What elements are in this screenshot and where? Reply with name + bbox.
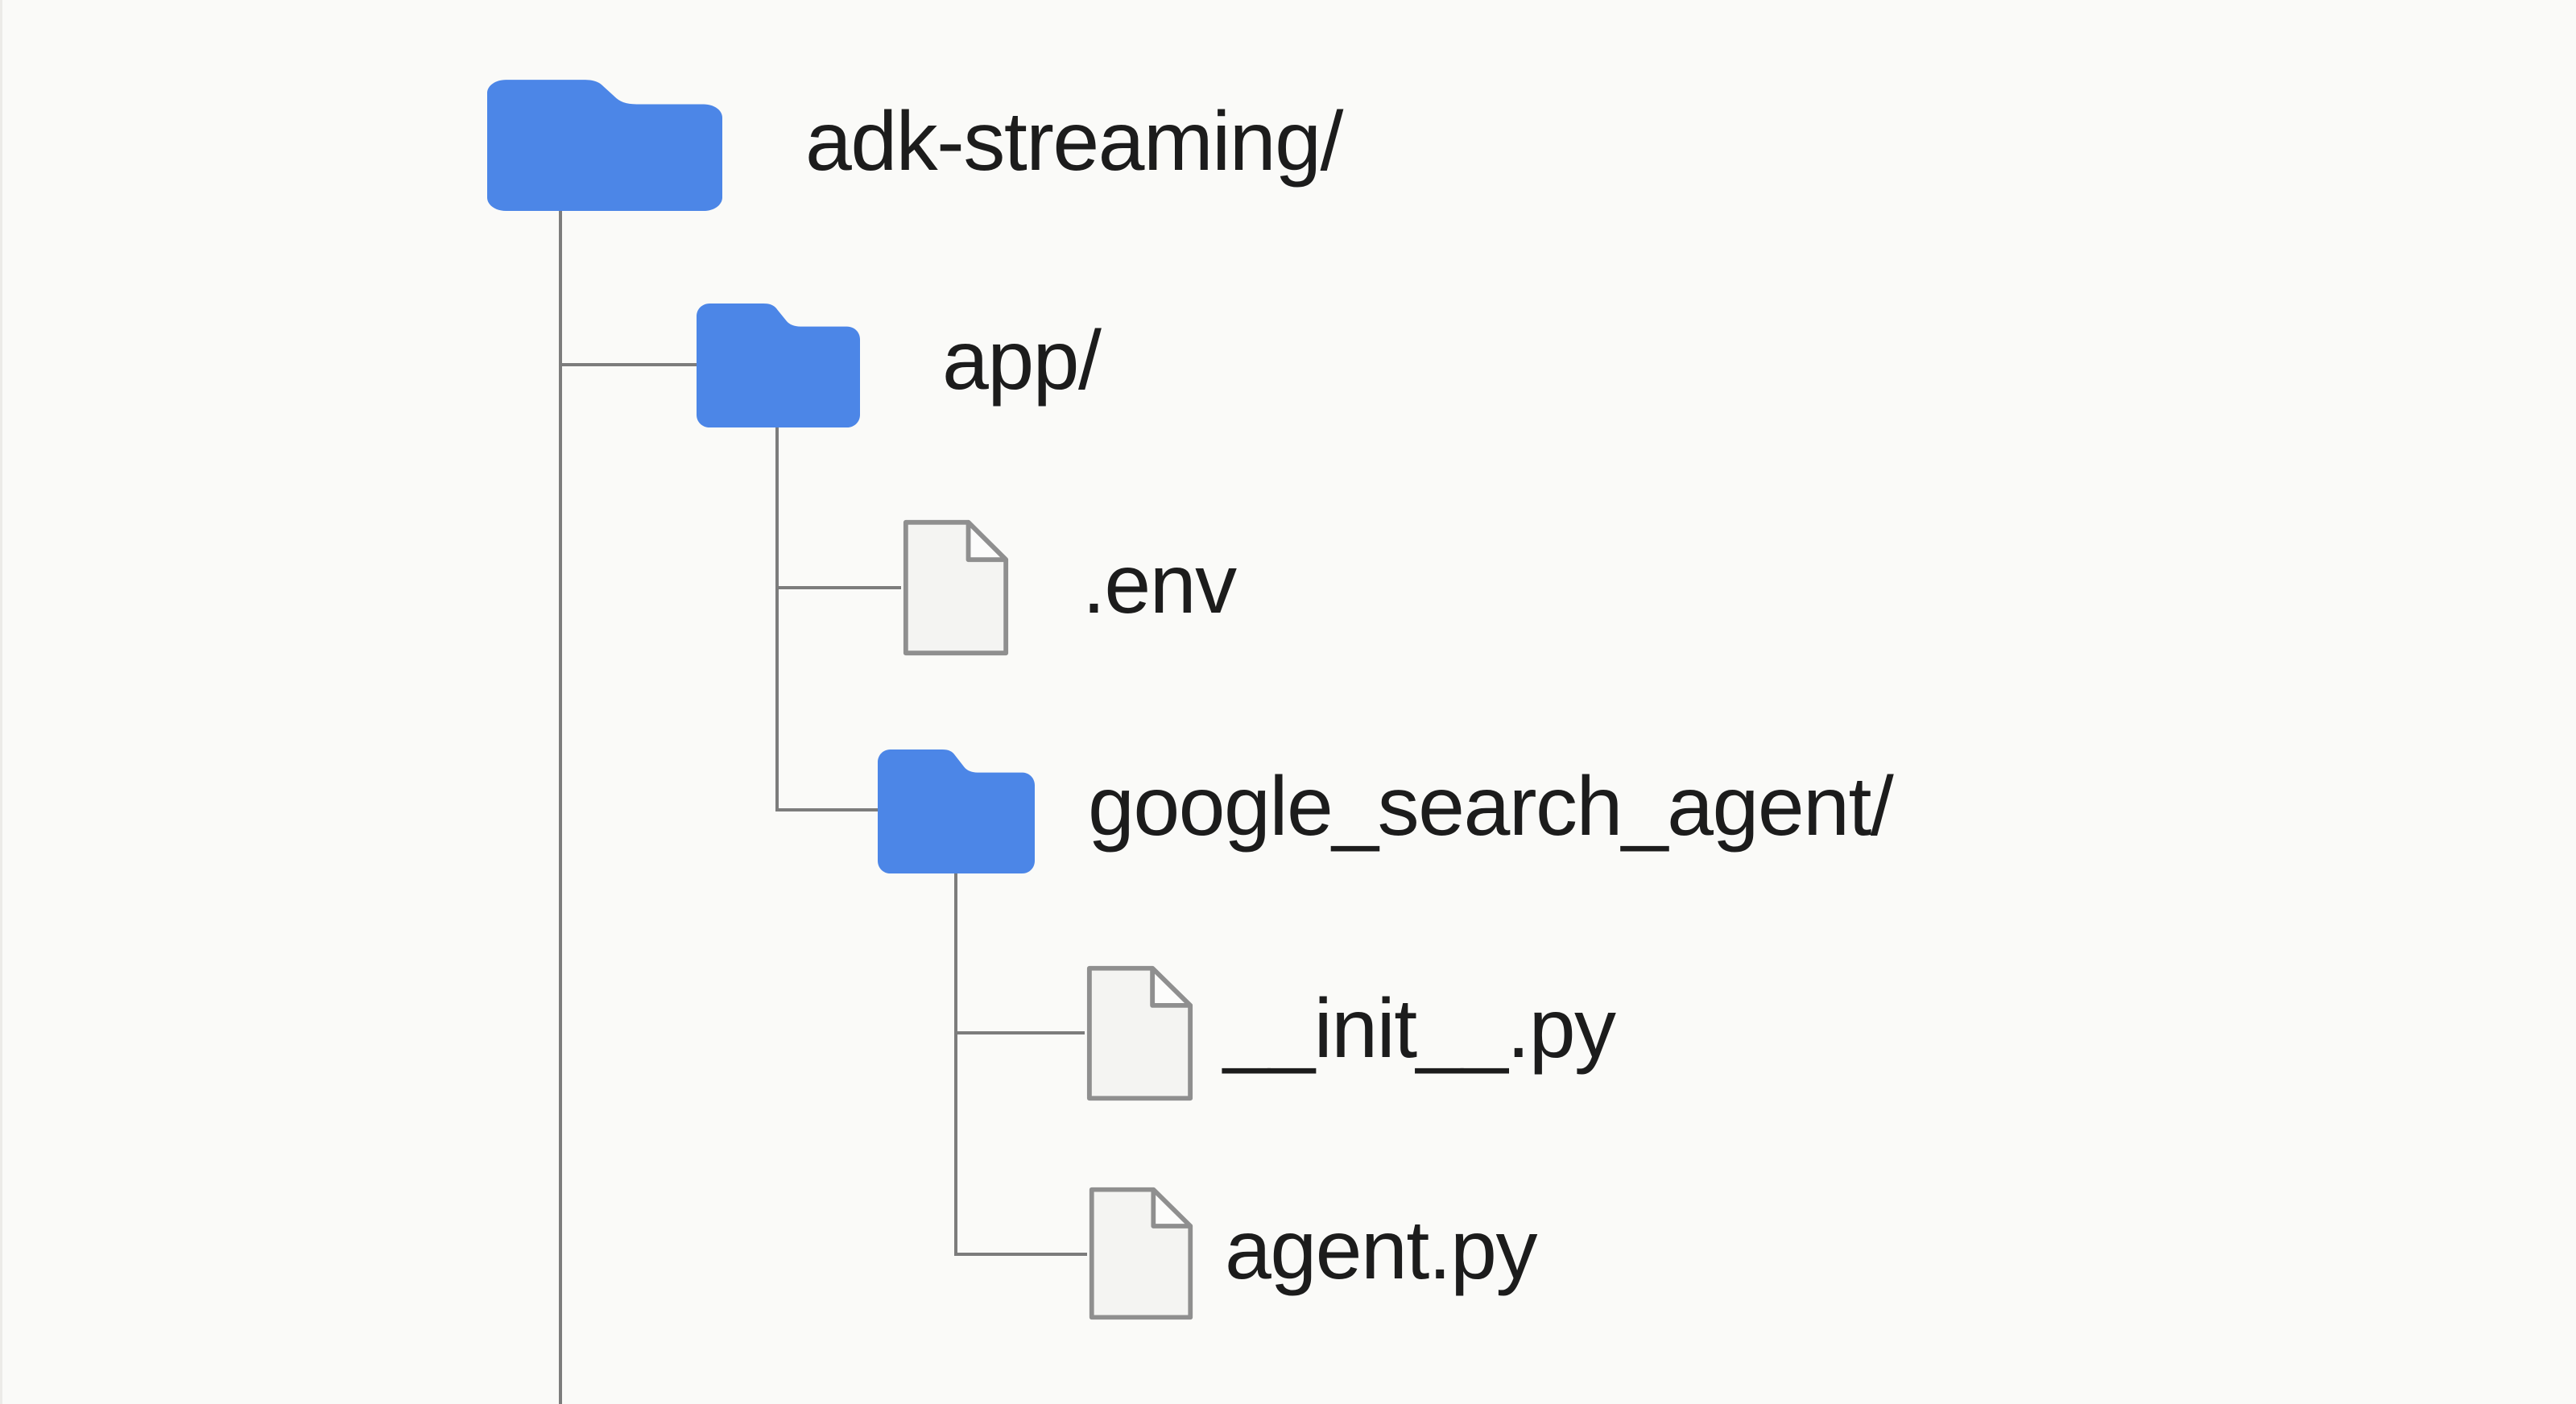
file-icon: [903, 519, 1009, 656]
file-icon: [1089, 1187, 1193, 1320]
node-label: app/: [942, 313, 1102, 407]
folder-icon: [487, 80, 722, 211]
tree-connector-branch-agent-py: [954, 1253, 1087, 1256]
folder-icon: [878, 749, 1035, 873]
tree-connector-branch-app: [559, 363, 697, 366]
tree-connector-branch-google-search-agent: [775, 808, 878, 811]
node-label: google_search_agent/: [1088, 759, 1894, 853]
file-icon: [1086, 965, 1193, 1101]
node-label: adk-streaming/: [805, 94, 1343, 188]
folder-icon: [697, 303, 860, 427]
tree-connector-gsa-children-vertical: [954, 873, 957, 1256]
tree-connector-branch-env: [775, 586, 901, 589]
node-label: .env: [1082, 537, 1237, 631]
left-edge-artifact: [0, 0, 2, 1404]
tree-connector-app-children-vertical: [775, 427, 779, 811]
tree-connector-trunk-vertical: [559, 211, 562, 1404]
node-label: agent.py: [1225, 1203, 1538, 1297]
node-label: __init__.py: [1223, 981, 1616, 1076]
tree-connector-branch-init-py: [954, 1031, 1085, 1034]
